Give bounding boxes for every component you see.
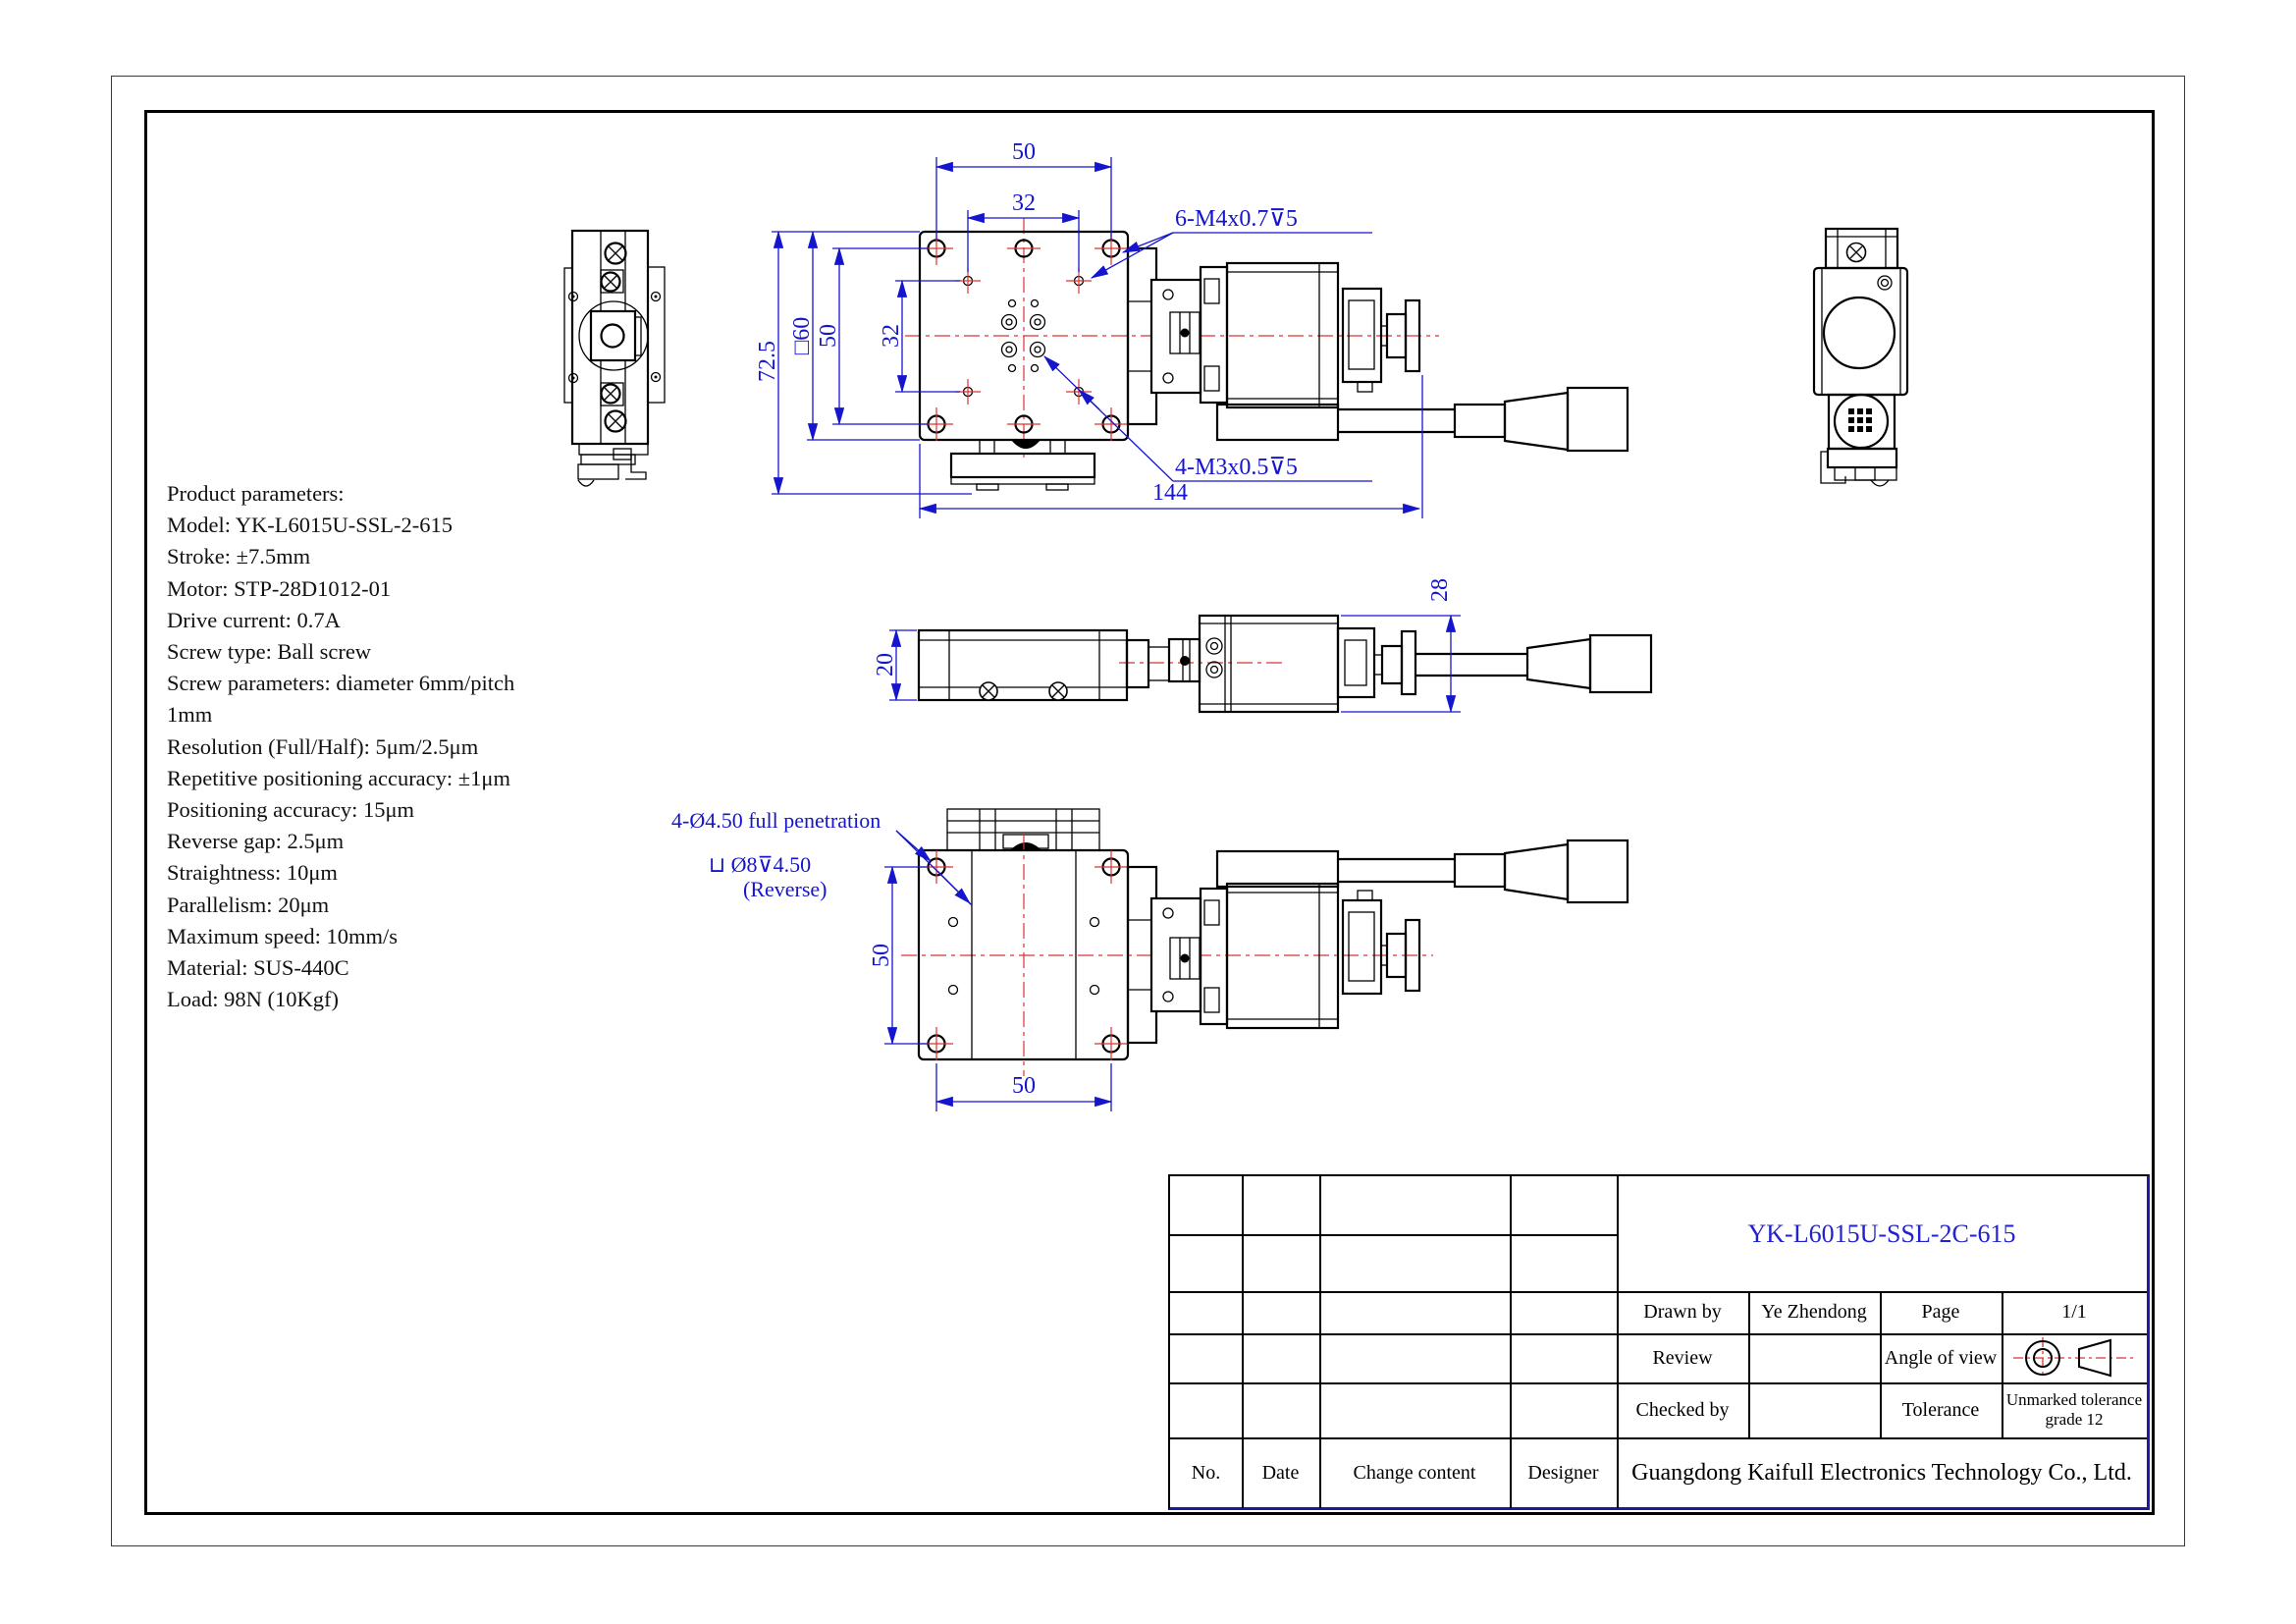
param-line: Product parameters:: [167, 481, 345, 506]
note-hole-line1: 4-Ø4.50 full penetration: [671, 808, 881, 833]
product-parameters: Product parameters: Model: YK-L6015U-SSL…: [167, 478, 514, 1015]
checked-by-label: Checked by: [1635, 1398, 1730, 1421]
center-hole-cluster: [1000, 298, 1046, 373]
param-line: Resolution (Full/Half): 5μm/2.5μm: [167, 733, 479, 759]
screw-icon: [600, 383, 621, 405]
param-line: Motor: STP-28D1012-01: [167, 575, 392, 601]
note-m3-threads: 4-M3x0.5⊽5: [1175, 455, 1298, 480]
param-line: Material: SUS-440C: [167, 955, 349, 981]
screw-icon: [1845, 242, 1867, 263]
drawn-by-label: Drawn by: [1643, 1301, 1722, 1323]
side-view: [917, 614, 1653, 714]
param-line: Straightness: 10μm: [167, 860, 338, 886]
param-line: Screw type: Ball screw: [167, 639, 372, 665]
left-side-view: [563, 229, 666, 487]
side-view-dimensions: 20 28: [873, 578, 1461, 714]
dim-bottom-50v: 50: [869, 944, 894, 967]
tolerance-label: Tolerance: [1901, 1398, 1980, 1421]
screw-icon: [979, 681, 998, 701]
param-line: Reverse gap: 2.5μm: [167, 829, 345, 854]
drawing-number: YK-L6015U-SSL-2C-615: [1747, 1218, 2016, 1248]
title-block: YK-L6015U-SSL-2C-615 Drawn by Ye Zhendon…: [1168, 1174, 2150, 1510]
note-hole-line2: ⊔ Ø8⊽4.50: [709, 852, 811, 877]
bottom-view-dimensions: 50 50 4-Ø4.50 full penetration ⊔ Ø8⊽4.50…: [671, 808, 1113, 1111]
screw-icon: [600, 271, 621, 293]
sheet-outer-border: [111, 76, 2185, 1546]
param-line: Model: YK-L6015U-SSL-2-615: [167, 513, 454, 538]
sheet-inner-frame: [144, 110, 2155, 1515]
page-value: 1/1: [2061, 1301, 2087, 1323]
param-line: Screw parameters: diameter 6mm/pitch: [167, 671, 515, 696]
dim-top-32: 32: [1012, 190, 1036, 216]
screw-icon: [1048, 681, 1068, 701]
right-side-view: [1812, 227, 1909, 487]
param-line: Parallelism: 20μm: [167, 892, 330, 917]
connector-plug: [1525, 637, 1592, 690]
dim-left-72-5: 72.5: [755, 341, 780, 382]
page-label: Page: [1921, 1301, 1960, 1323]
param-line: Repetitive positioning accuracy: ±1μm: [167, 765, 510, 790]
dim-overall-144: 144: [1152, 480, 1188, 506]
motor-bore-circle: [1822, 296, 1896, 370]
projection-symbol-cell: [2002, 1333, 2147, 1382]
rev-header-date: Date: [1261, 1461, 1300, 1484]
connector-plug: [1503, 391, 1570, 452]
angle-of-view-label: Angle of view: [1884, 1347, 1998, 1369]
dim-side-20: 20: [873, 653, 898, 677]
connector-pin-grid: [1848, 408, 1872, 432]
dim-side-28: 28: [1427, 578, 1453, 602]
rev-header-designer: Designer: [1527, 1461, 1599, 1484]
dim-left-sq60: □60: [789, 317, 815, 355]
param-line: Stroke: ±7.5mm: [167, 544, 311, 569]
dim-top-50: 50: [1012, 139, 1036, 165]
company-name: Guangdong Kaifull Electronics Technology…: [1631, 1459, 2132, 1486]
note-hole-line3: (Reverse): [743, 877, 828, 901]
param-line: Maximum speed: 10mm/s: [167, 923, 398, 948]
front-view: [905, 218, 1629, 491]
connector-plug: [1503, 842, 1570, 901]
param-line: Drive current: 0.7A: [167, 607, 341, 632]
screw-icon: [604, 409, 627, 433]
dim-bottom-50h: 50: [1012, 1073, 1036, 1099]
dim-left-50: 50: [816, 324, 841, 348]
front-view-dimensions: 50 32 72.5 □60 50 32 144 6-M4x0.7⊽5 4-M3…: [755, 139, 1423, 518]
drawn-by-value: Ye Zhendong: [1761, 1301, 1867, 1323]
screw-icon: [604, 242, 627, 265]
rev-header-change-content: Change content: [1353, 1461, 1476, 1484]
param-line: Load: 98N (10Kgf): [167, 987, 339, 1012]
dim-left-32: 32: [879, 324, 904, 348]
bottom-view: [901, 808, 1629, 1076]
param-line: Positioning accuracy: 15μm: [167, 797, 415, 823]
param-line: 1mm: [167, 702, 213, 728]
note-m4-threads: 6-M4x0.7⊽5: [1175, 206, 1298, 232]
review-label: Review: [1652, 1346, 1713, 1369]
first-angle-projection-icon: [2013, 1337, 2135, 1379]
rev-header-no: No.: [1191, 1461, 1221, 1484]
tolerance-value: Unmarked tolerance grade 12: [2005, 1390, 2143, 1429]
